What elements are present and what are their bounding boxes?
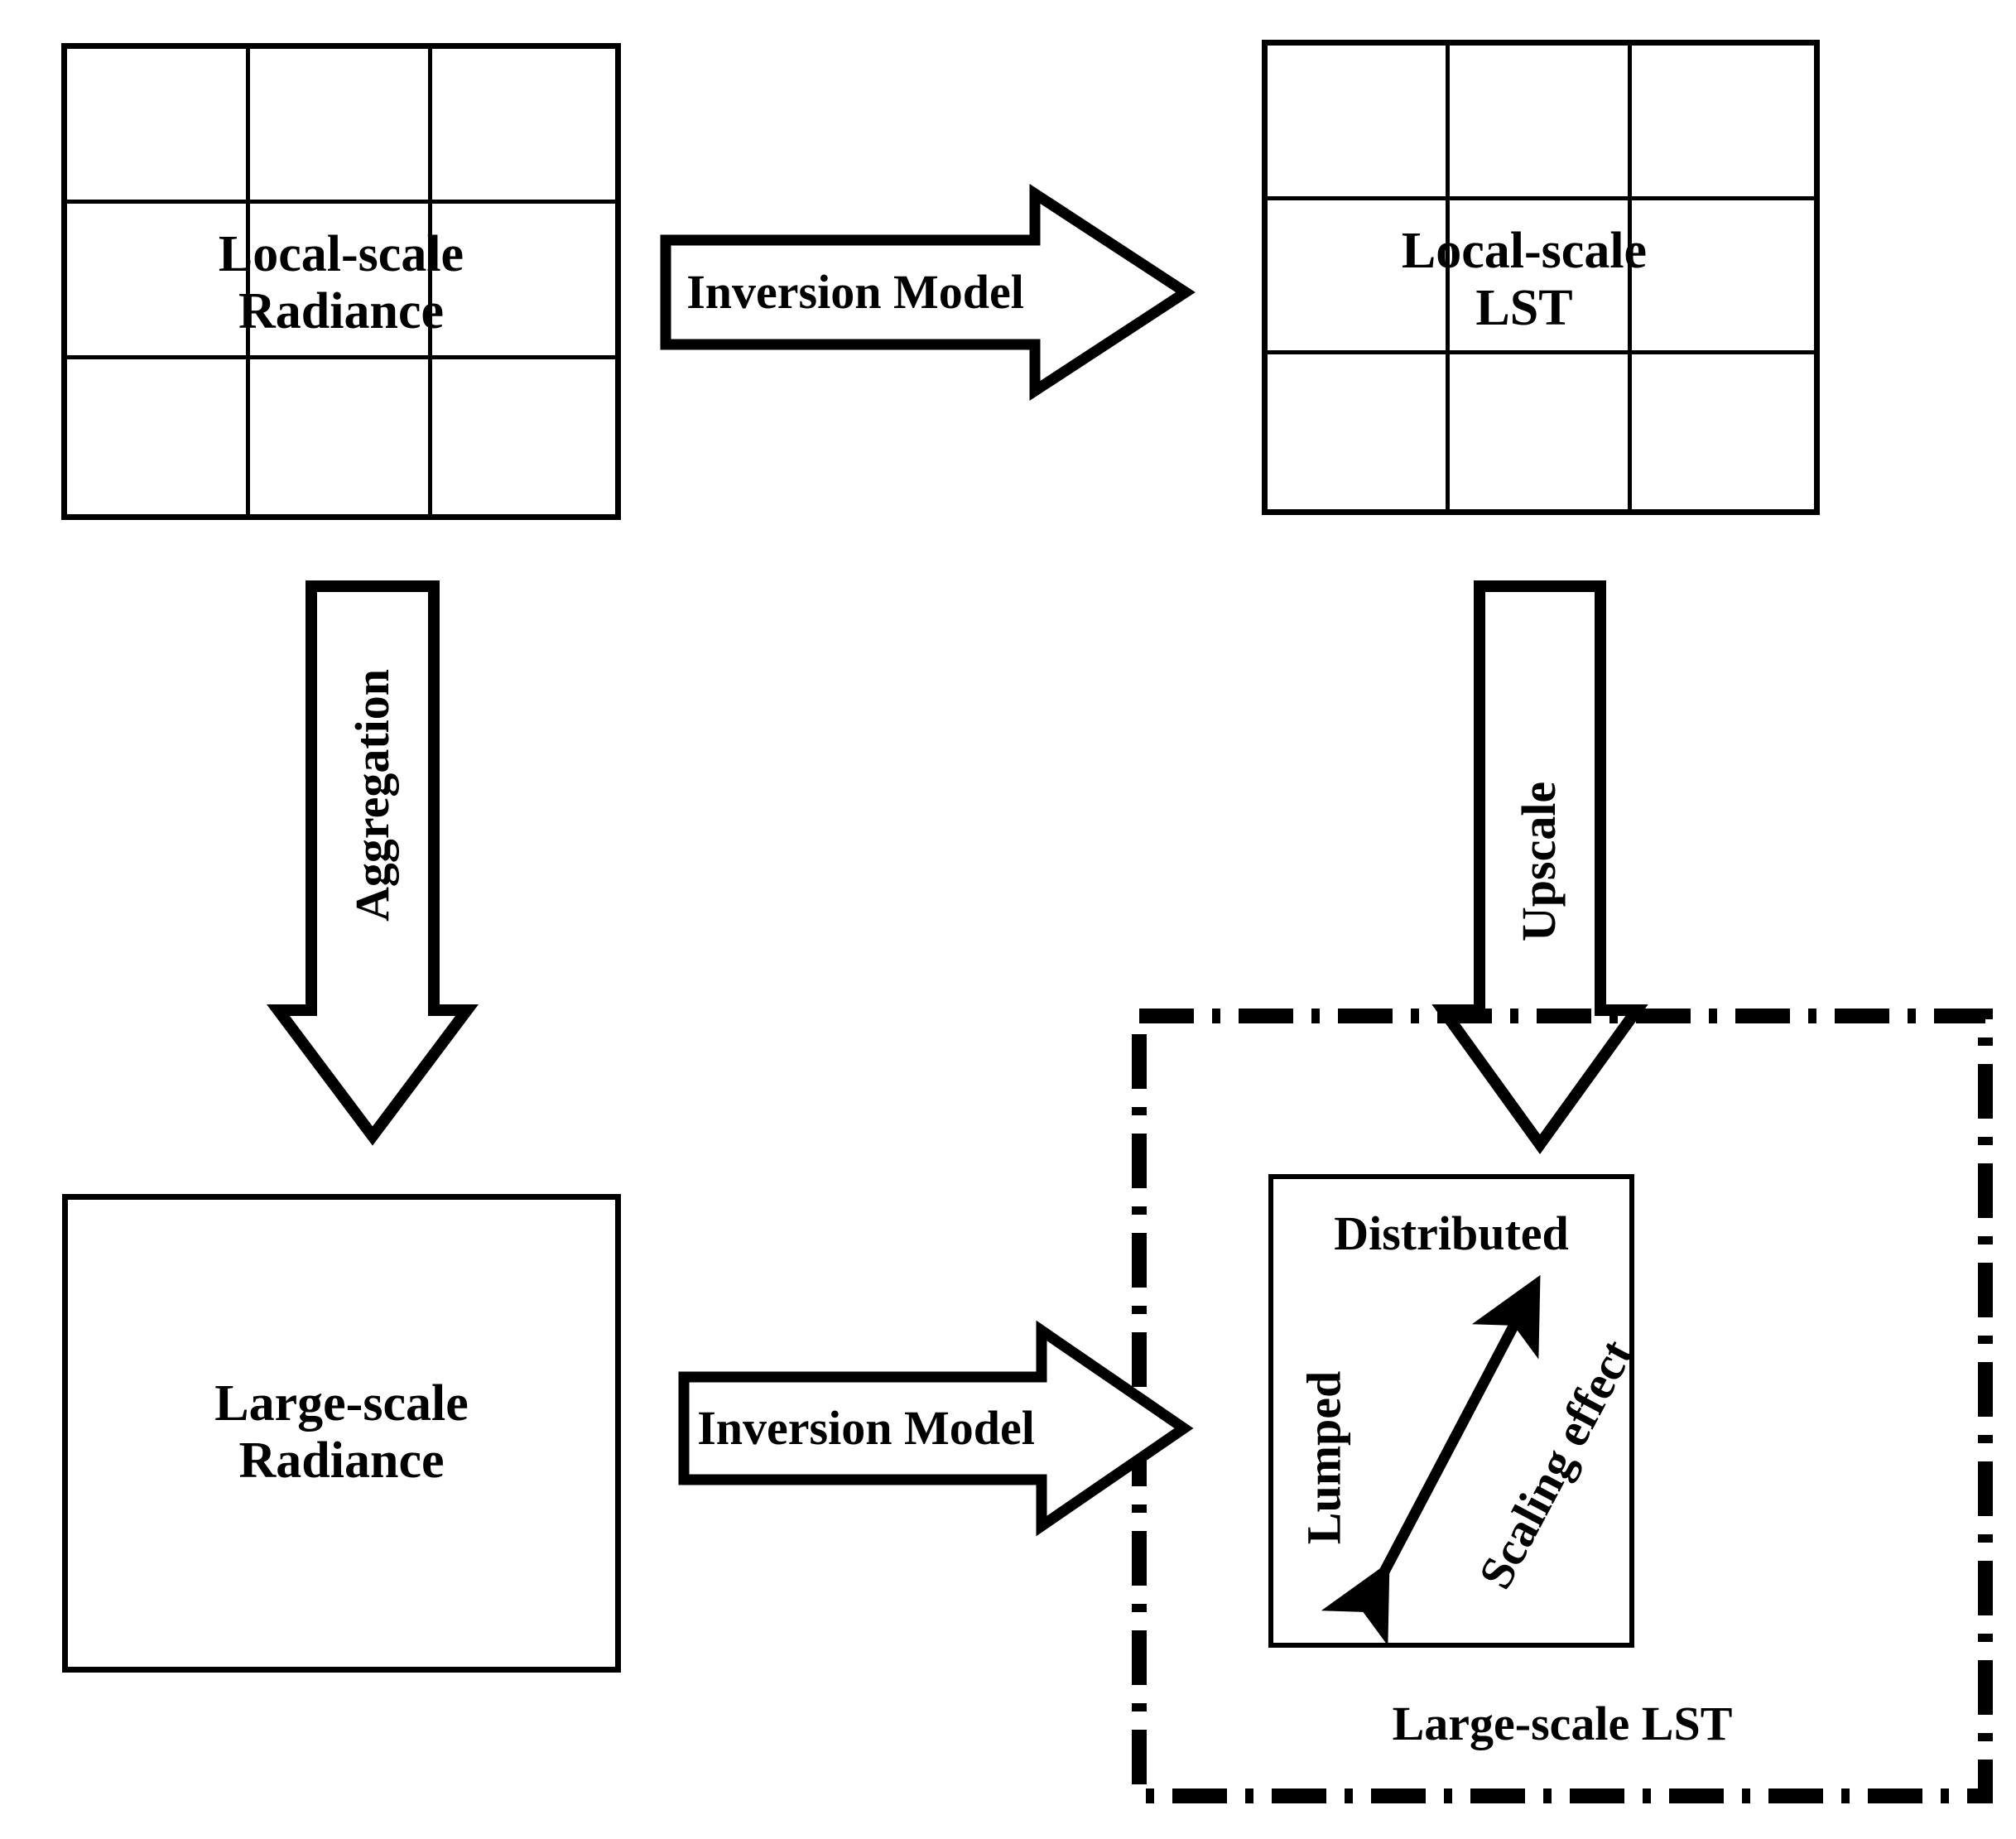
grid-cell [1450, 354, 1632, 509]
grid-cell [1632, 354, 1814, 509]
grid-cell [67, 359, 250, 514]
grid-cell [249, 204, 433, 359]
arrow-upscale-label-wrap: Upscale [1436, 712, 1643, 1010]
grid-cell [432, 359, 615, 514]
grid-cell [1632, 200, 1814, 355]
grid-cell [1268, 354, 1450, 509]
grid-cell [1632, 46, 1814, 200]
arrow-inversion-model-top-shape [660, 183, 1196, 402]
arrow-aggregation-label-wrap: Aggregation [273, 580, 472, 1010]
arrow-scaling-effect [1321, 1259, 1623, 1646]
grid-cell [1450, 46, 1632, 200]
arrow-scaling-effect-shape [1321, 1274, 1541, 1646]
arrow-aggregation: Aggregation [267, 580, 479, 1146]
grid-cell [1450, 200, 1632, 355]
label-scaling-effect: Scaling effect [1467, 1330, 1644, 1597]
arrow-aggregation-shape [267, 580, 479, 1146]
node-local-scale-radiance-grid [61, 43, 621, 520]
label-scaling-effect-wrap: Scaling effect [1341, 1267, 1672, 1615]
grid-cell [432, 49, 615, 205]
node-local-scale-lst-grid [1262, 40, 1820, 515]
arrow-inversion-model-bottom: Inversion Model [678, 1312, 1194, 1544]
grid-cell [1268, 200, 1450, 355]
grid-cell [432, 204, 615, 359]
node-large-scale-radiance-box [62, 1194, 621, 1673]
grid-cell [67, 204, 250, 359]
arrow-inversion-model-bottom-shape [678, 1320, 1194, 1537]
grid-cell [67, 49, 250, 205]
arrow-inversion-model-top: Inversion Model [660, 183, 1196, 402]
arrow-upscale-label: Upscale [1512, 781, 1566, 941]
grid-cell [1268, 46, 1450, 200]
grid-cell [249, 49, 433, 205]
grid-cell [250, 359, 433, 514]
arrow-aggregation-label: Aggregation [344, 668, 399, 922]
